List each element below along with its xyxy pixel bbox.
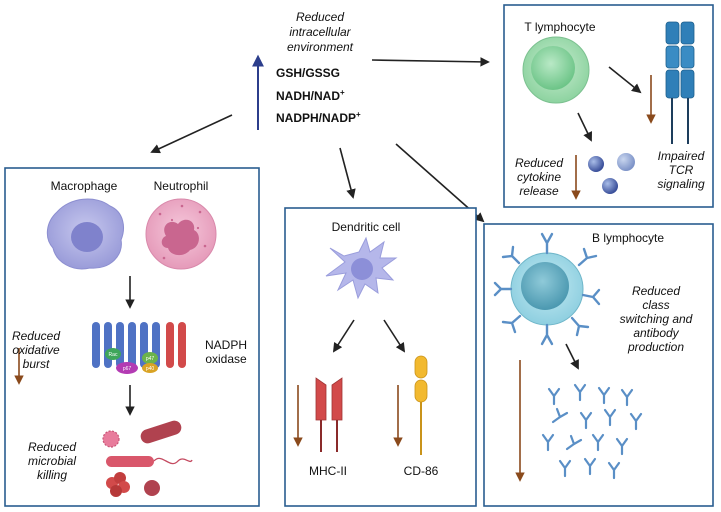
arrow-tcell-to-tcr <box>608 66 642 94</box>
ratio-nadph-nadp-main: NADPH/NADP <box>276 111 356 125</box>
b-effect-line-3: switching and <box>620 312 693 326</box>
arrow-dc-to-cd86 <box>383 319 406 353</box>
cytokine-line-3: release <box>519 184 559 198</box>
subunit-p47 <box>142 352 158 364</box>
ratio-nadph-nadp-sup: + <box>356 110 361 119</box>
center-heading-line-2: intracellular <box>289 25 351 39</box>
ratio-nadph-nadp: NADPH/NADP+ <box>276 110 361 125</box>
membrane-antibodies <box>493 232 601 346</box>
tcr-line-2: TCR <box>669 163 694 177</box>
killing-line-1: Reduced <box>28 440 76 454</box>
ratio-nadh-nad: NADH/NAD+ <box>276 88 345 103</box>
subunit-label-rac: Rac <box>109 352 118 358</box>
arrow-tcell-to-cytokines <box>577 112 592 142</box>
subunit-rac <box>105 348 121 360</box>
b-effect-line-1: Reduced <box>632 284 680 298</box>
arrow-to-dendritic-box <box>339 147 356 199</box>
arrow-dc-to-mhc <box>332 319 355 353</box>
burst-line-2: oxidative <box>12 343 60 357</box>
macrophage-label: Macrophage <box>51 179 118 193</box>
mhc-ii-label: MHC-II <box>309 464 347 478</box>
dendritic-cell <box>325 236 398 300</box>
killing-line-2: microbial <box>28 454 76 468</box>
cd86-molecule <box>414 355 428 455</box>
macrophage-cell <box>46 198 124 270</box>
cd86-label: CD-86 <box>404 464 439 478</box>
t-lymphocyte-cell <box>522 36 590 104</box>
nadph-line-2: oxidase <box>205 352 247 366</box>
cytokine-line-2: cytokine <box>517 170 561 184</box>
b-lymphocyte-cell <box>510 252 584 326</box>
killing-line-3: killing <box>37 468 67 482</box>
subunit-p40 <box>142 363 158 373</box>
tcr-line-3: signaling <box>657 177 705 191</box>
dendritic-title: Dendritic cell <box>332 220 401 234</box>
subunit-p67 <box>116 362 138 374</box>
center-heading-line-3: environment <box>287 40 354 54</box>
b-effect-line-4: antibody <box>633 326 679 340</box>
arrow-to-innate-box <box>150 114 233 154</box>
ratio-nadh-nad-sup: + <box>340 88 345 97</box>
free-antibodies <box>541 383 643 480</box>
b-lymphocyte-title: B lymphocyte <box>592 231 664 245</box>
arrow-to-t-lymphocyte <box>371 57 490 67</box>
b-effect-line-2: class <box>642 298 669 312</box>
cytokine-line-1: Reduced <box>515 156 563 170</box>
ratio-nadh-nad-main: NADH/NAD <box>276 89 340 103</box>
arrow-bcell-to-antibodies <box>565 343 579 370</box>
tcr-receptor <box>665 21 695 144</box>
t-lymphocyte-title: T lymphocyte <box>524 20 595 34</box>
center-heading-line-1: Reduced <box>296 10 344 24</box>
ratio-gsh-gssg: GSH/GSSG <box>276 66 340 80</box>
burst-line-1: Reduced <box>12 329 60 343</box>
microbes <box>102 420 193 497</box>
b-lymphocyte-box <box>483 223 714 507</box>
nadph-line-1: NADPH <box>205 338 247 352</box>
subunit-label-p67: p67 <box>123 366 132 372</box>
tcr-line-1: Impaired <box>658 149 705 163</box>
neutrophil-cell <box>145 198 217 270</box>
cytokine-spheres <box>588 153 635 194</box>
subunit-label-p40: p40 <box>146 366 155 372</box>
neutrophil-label: Neutrophil <box>154 179 209 193</box>
burst-line-3: burst <box>23 357 50 371</box>
ratio-gsh-gssg-main: GSH/GSSG <box>276 66 340 80</box>
mhc-ii-molecule <box>315 377 343 452</box>
subunit-label-p47: p47 <box>146 356 155 362</box>
nadph-oxidase-complex <box>92 322 186 374</box>
b-effect-line-5: production <box>627 340 684 354</box>
